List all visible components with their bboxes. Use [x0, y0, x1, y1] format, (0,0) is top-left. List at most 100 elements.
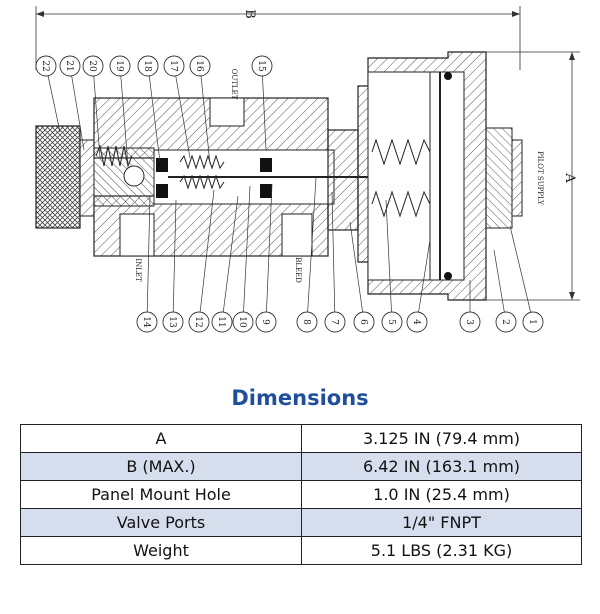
- outlet-port-label: OUTLET: [230, 69, 238, 100]
- leader-line: [261, 65, 267, 151]
- callout-circle: [255, 311, 277, 333]
- table-row: B (MAX.) 6.42 IN (163.1 mm): [20, 452, 582, 481]
- callout-circle: [459, 311, 481, 333]
- bottom-callout: 4: [406, 239, 431, 333]
- callout-circle: [188, 311, 210, 333]
- callout-circle: [211, 311, 233, 333]
- callout-number: 14: [141, 316, 151, 328]
- callout-number: 3: [464, 319, 474, 325]
- callout-circle: [381, 311, 403, 333]
- leader-line: [45, 65, 61, 133]
- callout-circle: [296, 311, 318, 333]
- bottom-callout: 14: [136, 195, 158, 333]
- table-row: Panel Mount Hole 1.0 IN (25.4 mm): [20, 480, 582, 509]
- dimension-a-label: A: [562, 172, 577, 183]
- top-callout: 20: [82, 55, 104, 159]
- callout-number: 9: [260, 319, 270, 325]
- callout-circle: [522, 311, 544, 333]
- bottom-callout: 10: [232, 185, 254, 333]
- inlet-port-label: INLET: [134, 258, 142, 282]
- callout-number: 11: [216, 316, 226, 327]
- row-value: 3.125 IN (79.4 mm): [301, 424, 582, 453]
- leader-line: [69, 65, 85, 151]
- pilot-supply-label: PILOT SUPPLY: [536, 151, 544, 205]
- callout-number: 1: [527, 319, 537, 325]
- callout-number: 16: [194, 60, 204, 72]
- leader-line: [146, 195, 151, 323]
- bleed-port-label: BLEED: [294, 257, 302, 283]
- valve-body: [93, 97, 359, 257]
- callout-number: 2: [500, 319, 510, 325]
- top-callout: 18: [137, 55, 161, 163]
- bottom-callout: 12: [188, 189, 215, 333]
- row-value: 1/4" FNPT: [301, 508, 582, 537]
- row-label: Weight: [20, 536, 302, 565]
- bottom-callout: 13: [162, 199, 184, 333]
- ball-check: [123, 165, 145, 187]
- bottom-callout: 6: [349, 221, 375, 333]
- leader-line: [221, 195, 239, 323]
- table-row: Weight 5.1 LBS (2.31 KG): [20, 536, 582, 565]
- dimensions-table: A 3.125 IN (79.4 mm) B (MAX.) 6.42 IN (1…: [20, 424, 582, 565]
- leader-line: [172, 199, 177, 323]
- dimensions-title: Dimensions: [231, 386, 369, 410]
- leader-line: [119, 65, 129, 167]
- callout-circle: [109, 55, 131, 77]
- callout-number: 21: [64, 60, 74, 71]
- callout-number: 20: [87, 60, 97, 72]
- callout-circle: [495, 311, 517, 333]
- callout-circle: [163, 55, 185, 77]
- dimension-b: B: [35, 6, 521, 70]
- callout-circle: [251, 55, 273, 77]
- leader-line: [198, 189, 215, 323]
- main-spring: [371, 138, 431, 218]
- adjustment-knob: [35, 125, 81, 229]
- valve-cross-section-drawing: B A: [35, 6, 580, 333]
- callout-number: 19: [114, 60, 124, 72]
- callout-circle: [82, 55, 104, 77]
- dimension-b-label: B: [242, 9, 257, 19]
- callout-circle: [353, 311, 375, 333]
- top-callout: 21: [59, 55, 85, 151]
- leader-line: [92, 65, 101, 159]
- callout-circle: [162, 311, 184, 333]
- top-callout: 17: [163, 55, 191, 159]
- bottom-callout: 2: [493, 249, 517, 333]
- leader-line: [493, 249, 507, 323]
- leader-line: [416, 239, 431, 323]
- callout-circle: [232, 311, 254, 333]
- callout-number: 5: [386, 319, 396, 325]
- callout-number: 13: [167, 316, 177, 328]
- row-label: B (MAX.): [20, 452, 302, 481]
- callout-number: 6: [358, 319, 368, 325]
- top-callout: 16: [189, 55, 211, 165]
- leader-line: [199, 65, 211, 165]
- bottom-callout: 5: [381, 199, 403, 333]
- callout-circle: [35, 55, 57, 77]
- dimension-a: A: [486, 51, 580, 301]
- callout-number: 12: [193, 316, 203, 327]
- pilot-housing: [357, 51, 523, 301]
- top-callout: 19: [109, 55, 131, 167]
- callout-number: 4: [411, 319, 421, 325]
- bottom-callout: 1: [509, 225, 544, 333]
- row-label: Valve Ports: [20, 508, 302, 537]
- leader-line: [147, 65, 161, 163]
- bottom-callout: 7: [324, 191, 346, 333]
- bottom-callout: 11: [211, 195, 239, 333]
- leader-line: [242, 185, 251, 323]
- callout-number: 17: [168, 60, 178, 72]
- leader-line: [306, 177, 317, 323]
- callout-circle: [59, 55, 81, 77]
- row-value: 5.1 LBS (2.31 KG): [301, 536, 582, 565]
- row-value: 6.42 IN (163.1 mm): [301, 452, 582, 481]
- leader-line: [349, 221, 365, 323]
- leader-line: [265, 183, 273, 323]
- table-row: A 3.125 IN (79.4 mm): [20, 424, 582, 453]
- leader-line: [331, 191, 336, 323]
- callout-circle: [189, 55, 211, 77]
- leader-line: [173, 65, 191, 159]
- callout-number: 22: [40, 60, 50, 71]
